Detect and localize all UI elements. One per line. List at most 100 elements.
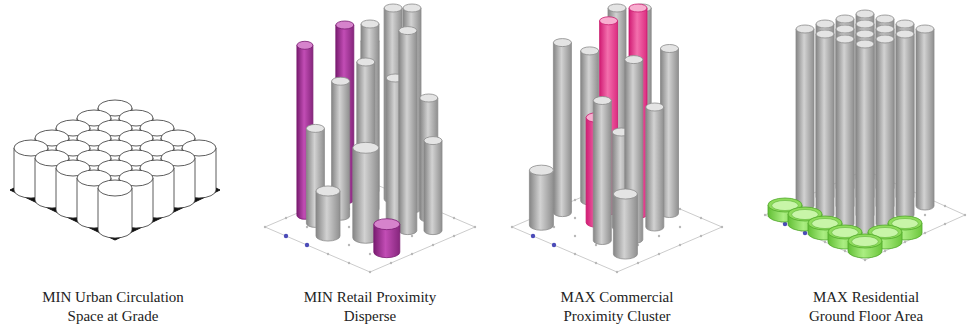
cylinder-body	[646, 107, 664, 231]
ground-dot	[369, 253, 371, 255]
ground-dot	[574, 199, 576, 201]
ground-dot	[285, 217, 287, 219]
ground-dot	[637, 262, 639, 264]
ground-dot	[944, 205, 946, 207]
cylinder-body	[553, 43, 571, 217]
ground-dot	[411, 253, 413, 255]
cylinder-body	[316, 191, 340, 241]
cylinder-top	[553, 39, 571, 47]
cylinder-top	[384, 4, 402, 12]
cylinder-top	[420, 94, 438, 102]
panel-figure	[764, 10, 966, 261]
cylinder-top	[816, 20, 834, 28]
cylinder-top	[836, 25, 854, 33]
cylinder-top	[357, 58, 375, 66]
cylinder-top	[856, 40, 874, 48]
caption-label: MIN Urban Circulation Space at Grade	[33, 288, 193, 326]
cylinder-top	[856, 30, 874, 38]
cylinder-body	[593, 101, 611, 245]
cylinder-body	[796, 29, 814, 210]
cylinder-body	[399, 31, 417, 235]
ground-dot	[348, 262, 350, 264]
cylinder-top	[336, 21, 354, 29]
ground-dot	[305, 243, 309, 247]
ground-dot	[284, 234, 288, 238]
ground-dot	[595, 262, 597, 264]
cylinder-top	[399, 27, 417, 35]
cylinder-top	[600, 17, 618, 25]
cylinder-top	[876, 35, 894, 43]
cylinder-top	[374, 219, 400, 230]
cylinder-body	[529, 170, 553, 230]
cylinder-top	[316, 186, 340, 196]
ground-dot	[511, 226, 513, 228]
ground-dot	[700, 217, 702, 219]
cylinder-top	[403, 4, 421, 12]
ground-dot	[616, 271, 618, 273]
cylinder-top	[836, 35, 854, 43]
panel-figure	[511, 4, 723, 273]
cylinder-body	[424, 141, 442, 235]
ground-dot	[453, 235, 455, 237]
cylinder-top	[353, 142, 379, 153]
cylinder-top	[876, 25, 894, 33]
cylinder-top	[608, 4, 626, 12]
cylinder-top	[896, 20, 914, 28]
ground-dot	[844, 250, 846, 252]
cylinder-top	[424, 137, 442, 145]
cylinder-body	[856, 44, 874, 237]
cylinder-top	[661, 45, 679, 53]
ground-dot	[531, 234, 535, 238]
ground-dot	[306, 226, 308, 228]
cylinder-top	[581, 47, 599, 55]
ground-dot	[764, 214, 766, 216]
cylinder-top	[876, 15, 894, 23]
ground-dot	[552, 243, 556, 247]
cylinder-body	[916, 29, 934, 210]
cylinder-top	[856, 10, 874, 18]
cylinder-top	[593, 97, 611, 105]
panel-figure	[264, 4, 476, 273]
cylinder-top	[916, 25, 934, 33]
cylinder-top	[529, 165, 553, 175]
ground-dot	[864, 259, 866, 261]
ground-dot	[658, 235, 660, 237]
ring-inner	[852, 236, 879, 246]
cylinder-top	[796, 25, 814, 33]
ground-dot	[803, 231, 807, 235]
cylinder-top	[629, 4, 647, 12]
ground-dot	[327, 253, 329, 255]
caption-label: MIN Retail Proximity Disperse	[290, 288, 450, 326]
caption-label: MAX Residential Ground Floor Area	[790, 288, 942, 326]
cylinder-top	[896, 30, 914, 38]
ground-dot	[924, 214, 926, 216]
ground-dot	[432, 244, 434, 246]
ground-dot	[679, 208, 681, 210]
cylinder-body	[816, 34, 834, 219]
cylinder-top	[836, 15, 854, 23]
ground-dot	[944, 223, 946, 225]
cylinder-top	[625, 56, 643, 64]
ground-dot	[348, 226, 350, 228]
ground-dot	[574, 217, 576, 219]
panel-figure	[10, 100, 220, 240]
ground-dot	[574, 253, 576, 255]
ground-dot	[721, 226, 723, 228]
cylinder-top	[361, 20, 379, 28]
ground-dot	[700, 235, 702, 237]
ground-dot	[964, 214, 966, 216]
cylinder-top	[332, 77, 350, 85]
ground-dot	[783, 222, 787, 226]
ground-dot	[348, 244, 350, 246]
cylinder-top	[856, 20, 874, 28]
cylinder-top	[646, 103, 664, 111]
ground-dot	[884, 250, 886, 252]
cylinder-body	[613, 194, 637, 259]
cylinder-top	[816, 30, 834, 38]
cylinder-top	[98, 180, 132, 196]
cylinder-body	[896, 34, 914, 219]
caption-label: MAX Commercial Proximity Cluster	[537, 288, 697, 326]
ground-dot	[595, 244, 597, 246]
ground-dot	[679, 226, 681, 228]
